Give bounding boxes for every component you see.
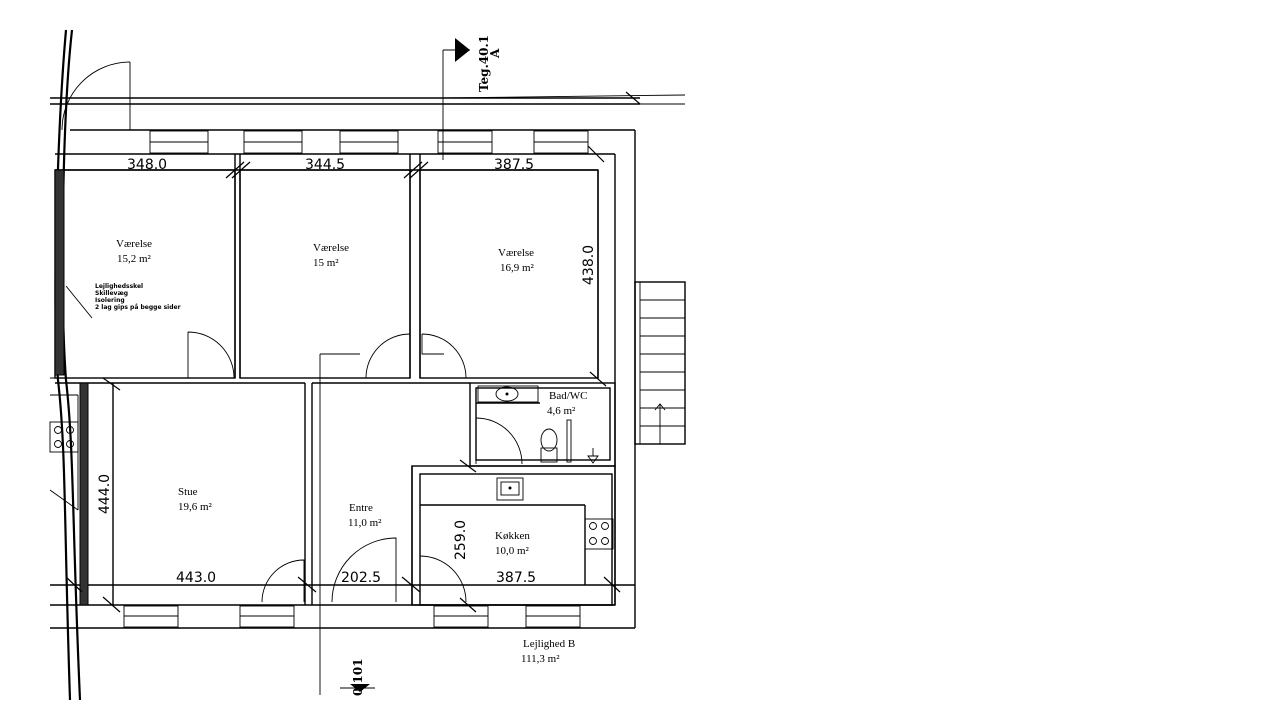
apartment-area: 111,3 m²	[521, 653, 560, 665]
room-area-vaerelse-2: 15 m²	[313, 257, 339, 269]
dimension-ticks	[65, 91, 641, 613]
room-name-stue: Stue	[178, 486, 198, 498]
room-area-vaerelse-1: 15,2 m²	[117, 253, 152, 265]
fixtures	[49, 385, 614, 550]
room-name-vaerelse-3: Værelse	[498, 247, 534, 259]
party-wall-hatch	[49, 29, 113, 701]
apartment-name: Lejlighed B	[523, 638, 575, 650]
room-name-kokken: Køkken	[495, 530, 530, 542]
wall-note: Lejlighedsskel Skillevæg Isolering 2 lag…	[65, 283, 181, 319]
note-line-3: Isolering	[95, 297, 125, 304]
room-name-bad: Bad/WC	[549, 390, 588, 402]
section-ref-top: Teg.40.1	[477, 35, 491, 92]
room-area-vaerelse-3: 16,9 m²	[500, 262, 535, 274]
dim-right-vertical: 438.0	[581, 245, 597, 285]
dim-bottom-stue: 443.0	[176, 570, 216, 586]
doors	[61, 61, 523, 603]
room-area-kokken: 10,0 m²	[495, 545, 530, 557]
section-ref-top-letter: A	[488, 48, 502, 59]
dim-bottom-entre: 202.5	[341, 570, 381, 586]
dim-left-vertical: 444.0	[97, 474, 113, 514]
dim-kitchen-vertical: 259.0	[453, 520, 469, 560]
room-area-entre: 11,0 m²	[348, 517, 382, 529]
dim-top-left: 348.0	[127, 157, 167, 173]
dim-top-mid: 344.5	[305, 157, 345, 173]
top-windows	[149, 130, 589, 154]
exterior-walls	[50, 94, 686, 629]
note-line-1: Lejlighedsskel	[95, 283, 143, 290]
staircase	[640, 299, 685, 444]
note-line-4: 2 lag gips på begge sider	[95, 304, 181, 311]
dim-bottom-kitchen: 387.5	[496, 570, 536, 586]
room-name-vaerelse-1: Værelse	[116, 238, 152, 250]
bottom-windows	[123, 605, 581, 628]
room-area-bad: 4,6 m²	[547, 405, 576, 417]
interior-walls	[54, 49, 686, 695]
section-markers	[340, 38, 470, 692]
dim-top-right: 387.5	[494, 157, 534, 173]
room-name-entre: Entre	[349, 502, 373, 514]
section-ref-bottom: 0.101	[351, 658, 365, 696]
room-name-vaerelse-2: Værelse	[313, 242, 349, 254]
note-line-2: Skillevæg	[95, 290, 128, 297]
room-area-stue: 19,6 m²	[178, 501, 213, 513]
